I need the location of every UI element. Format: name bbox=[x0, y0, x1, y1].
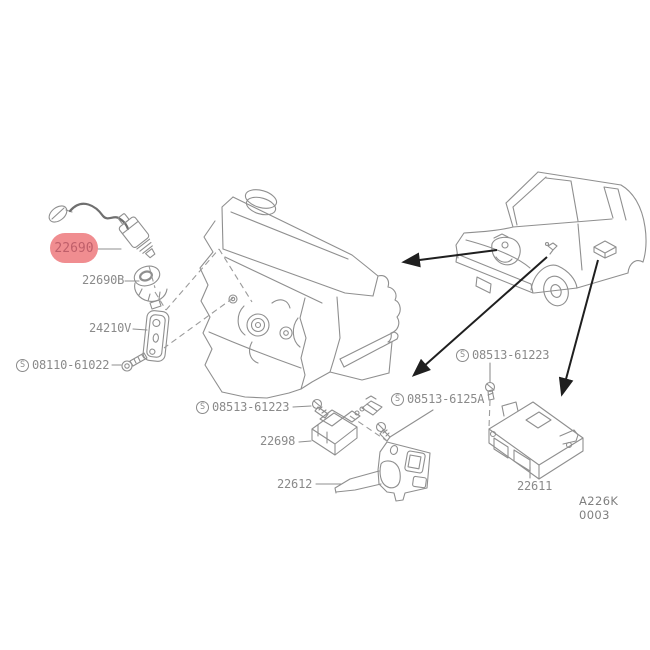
part-label-22690b[interactable]: 22690B bbox=[82, 273, 124, 288]
part-number-text: 08110-61022 bbox=[32, 358, 110, 372]
part-label-08513-61223-left[interactable]: S 08513-61223 bbox=[196, 400, 289, 415]
s-circle-icon: S bbox=[196, 401, 209, 414]
part-label-22698[interactable]: 22698 bbox=[260, 434, 295, 449]
arrow-cowl-to-parts bbox=[411, 256, 548, 377]
diagram-code: A226K 0003 bbox=[579, 494, 619, 522]
s-circle-icon: S bbox=[391, 393, 404, 406]
part-label-08513-61223-right[interactable]: S 08513-61223 bbox=[456, 348, 549, 363]
bracket-22612-drawing bbox=[334, 441, 431, 502]
part-label-22611[interactable]: 22611 bbox=[517, 479, 552, 494]
part-number-text: 22698 bbox=[260, 434, 296, 448]
engine-bay-component bbox=[491, 233, 521, 266]
part-number-text: 22690 bbox=[54, 240, 94, 256]
sensor-boss-hole bbox=[246, 313, 270, 337]
part-number-text: 08513-6125A bbox=[407, 392, 485, 406]
screw-08513-61223-right-drawing bbox=[484, 381, 496, 401]
part-number-text: 08513-61223 bbox=[212, 400, 290, 414]
arrow-engine-location bbox=[401, 249, 498, 268]
part-number-text: 24210V bbox=[89, 321, 132, 335]
cowl-sensor-mark bbox=[544, 241, 558, 255]
screw-08513-6125a-drawing bbox=[375, 421, 391, 442]
part-number-text: 22690B bbox=[82, 273, 125, 287]
bracket-24210v-drawing bbox=[142, 310, 170, 362]
location-arrows bbox=[401, 249, 599, 397]
engine-drawing bbox=[199, 189, 401, 399]
part-label-08110-61022[interactable]: S 08110-61022 bbox=[16, 358, 109, 373]
grommet-22690b-drawing bbox=[133, 265, 168, 310]
s-circle-icon: S bbox=[456, 349, 469, 362]
part-label-08513-6125a[interactable]: S 08513-6125A bbox=[391, 392, 484, 407]
s-circle-icon: S bbox=[16, 359, 29, 372]
car-drawing bbox=[455, 171, 647, 307]
control-unit-22611-drawing bbox=[488, 401, 584, 480]
bolt-08110-drawing bbox=[121, 352, 148, 372]
part-number-text: 22612 bbox=[277, 477, 313, 491]
sensor-22698-drawing bbox=[311, 395, 383, 456]
ecu-location-box bbox=[593, 240, 617, 259]
part-label-24210v[interactable]: 24210V bbox=[89, 321, 131, 336]
part-label-22612[interactable]: 22612 bbox=[277, 477, 312, 492]
arrow-door-to-ecu bbox=[558, 259, 599, 397]
part-number-text: 22611 bbox=[517, 479, 553, 493]
assembly-dashed-lines bbox=[148, 248, 491, 442]
part-label-22690-highlighted[interactable]: 22690 bbox=[50, 233, 98, 263]
screw-08513-61223-left-drawing bbox=[311, 398, 329, 419]
leader-lines bbox=[96, 248, 531, 485]
part-number-text: 08513-61223 bbox=[472, 348, 550, 362]
sensor-22690-drawing bbox=[48, 202, 156, 259]
